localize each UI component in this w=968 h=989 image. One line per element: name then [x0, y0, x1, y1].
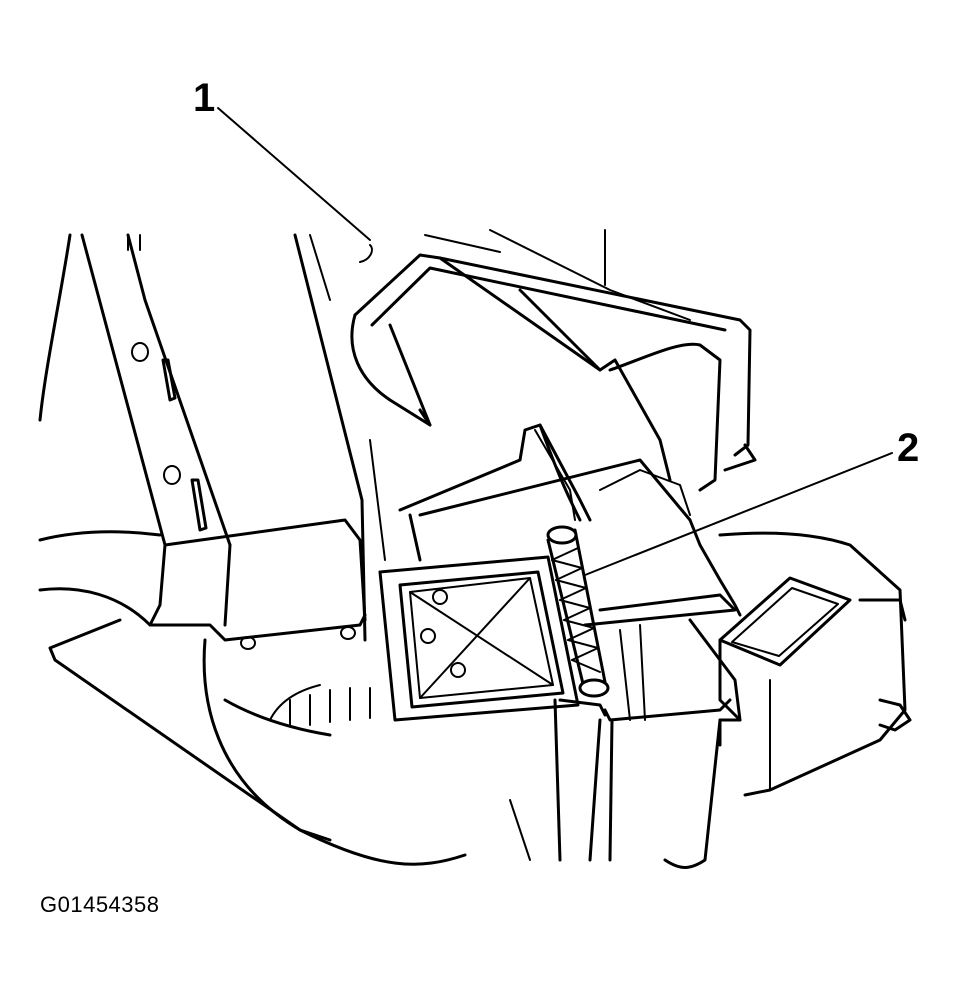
callout-label-1: 1	[193, 76, 216, 120]
left-floor-curve-2	[38, 587, 152, 627]
cabin-filter-frame	[378, 555, 580, 722]
left-housing-outline	[38, 233, 72, 422]
left-floor-curve	[38, 530, 162, 542]
right-housing	[583, 518, 912, 797]
lower-column	[509, 624, 732, 869]
blower-housing	[202, 638, 467, 866]
lower-shelf	[148, 518, 367, 650]
left-bracket	[80, 233, 367, 642]
figure-id: G01454358	[40, 892, 160, 917]
left-base-plate	[48, 618, 332, 842]
callout-2-leader	[584, 452, 893, 576]
callout-1-leader	[217, 107, 371, 241]
callout-label-2: 2	[897, 426, 920, 470]
center-duct	[369, 423, 692, 562]
upper-duct	[350, 229, 757, 492]
filter-cartridge	[546, 525, 610, 698]
